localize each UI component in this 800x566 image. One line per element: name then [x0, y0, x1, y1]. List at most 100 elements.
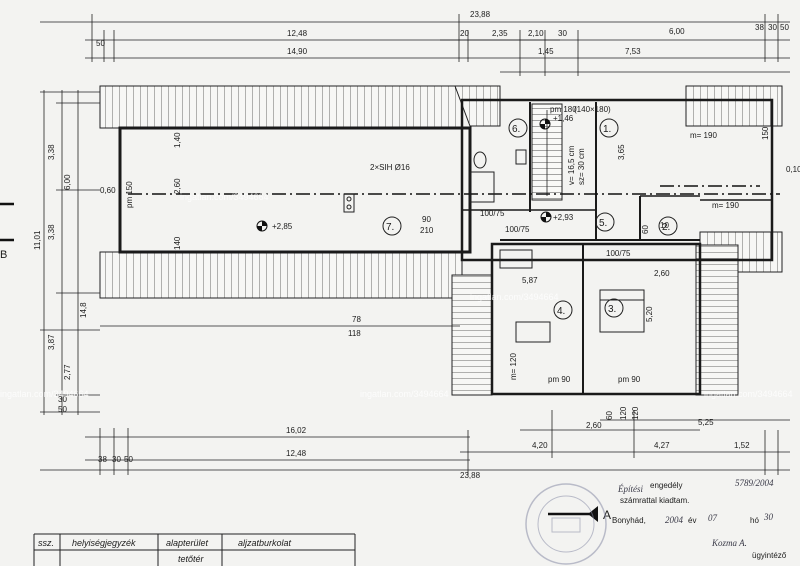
room-6-label: 6.	[512, 124, 520, 135]
dim-bottom-i: 120	[619, 406, 628, 420]
dim-left-e: 2,77	[63, 364, 72, 380]
room-5-label: 5.	[599, 218, 607, 229]
approval-number: 5789/2004	[735, 478, 774, 488]
chimney-left	[343, 193, 355, 213]
dim-mid-78: 78	[352, 315, 361, 324]
dim-top-left-inner: 14,90	[287, 47, 308, 56]
dim-left-total: 11,01	[33, 230, 42, 250]
dim-bottom-k: 60	[605, 411, 614, 420]
dim-bottom-d: 1,52	[734, 441, 750, 450]
dim-left-b: 6,00	[63, 174, 72, 190]
rebar-note: 2×SIH Ø16	[370, 163, 410, 172]
note-m-190-a: m= 190	[690, 131, 717, 140]
table-col-name: helyiségjegyzék	[72, 538, 136, 548]
approval-place: Bonyhád,	[612, 516, 646, 525]
dim-3-65: 3,65	[617, 144, 626, 160]
approval-hand-1: Építési	[617, 484, 643, 494]
dim-top-right-a: 1,45	[538, 47, 554, 56]
dim-bottom-f: 38	[98, 455, 107, 464]
bottom-dimension-lines	[40, 410, 790, 475]
dim-top-small-c: 30	[558, 29, 567, 38]
dim-bottom-total: 23,88	[460, 471, 481, 480]
dim-5-20: 5,20	[645, 306, 654, 322]
dim-top-total: 23,88	[470, 10, 491, 19]
dim-bottom-left-b: 12,48	[286, 449, 307, 458]
roof-dormer-left	[451, 274, 493, 396]
roof-eave-top-left	[99, 85, 463, 129]
roof-eave-top-right	[685, 85, 783, 127]
table-row-floor: tetőtér	[178, 554, 205, 564]
approval-year-suffix: év	[688, 516, 696, 525]
dim-bottom-b: 4,27	[654, 441, 670, 450]
table-col-area: alapterület	[166, 538, 209, 548]
note-pm-90-b: pm 90	[618, 375, 641, 384]
door-100-75-a: 100/75	[480, 209, 505, 218]
section-mark-a: A	[548, 506, 611, 522]
dim-left-d: 3,87	[47, 334, 56, 350]
official-stamp	[525, 483, 607, 565]
room-7-label: 7.	[386, 222, 394, 233]
dim-bottom-j: 120	[631, 406, 640, 420]
stair-tread: sz= 30 cm	[577, 148, 586, 185]
dim-left-g: 50	[58, 405, 67, 414]
approval-signature: Kozma A.	[711, 538, 747, 548]
note-pm-150: pm 150	[125, 181, 134, 208]
room-schedule-table: ssz. helyiségjegyzék alapterület aljzatb…	[33, 533, 356, 566]
note-140x180: (140×180)	[574, 105, 611, 114]
door-100-75-b: 100/75	[505, 225, 530, 234]
section-mark-a-label: A	[603, 508, 611, 522]
approval-line-1: engedély	[650, 481, 682, 490]
dim-150: 150	[761, 126, 770, 140]
door-210: 210	[420, 226, 434, 235]
approval-signature-caption: ügyintéző	[752, 551, 787, 560]
dim-left-c: 3,38	[47, 224, 56, 240]
dim-bottom-e: 2,60	[586, 421, 602, 430]
approval-line-2: számrattal kiadtam.	[620, 496, 689, 505]
level-marker-icon	[540, 211, 552, 223]
roof-valley-top	[454, 85, 501, 127]
approval-month-suffix: hó	[750, 516, 759, 525]
roof-dormer-right	[695, 244, 739, 396]
dim-2-60: 2,60	[173, 178, 182, 194]
dim-top-small-e: 20	[460, 29, 469, 38]
level-marker-icon	[539, 118, 551, 130]
note-m-120: m= 120	[509, 353, 518, 380]
dim-top-left-total: 12,48	[287, 29, 308, 38]
approval-month: 07	[708, 513, 718, 523]
section-mark-b-label: B	[0, 249, 7, 261]
table-col-floor: aljzatburkolat	[238, 538, 292, 548]
stair-riser: v= 16,5 cm	[567, 145, 576, 185]
dim-1-40: 1,40	[173, 132, 182, 148]
watermark: ingatlan.com/3494664	[0, 389, 89, 399]
sofa-icon	[499, 249, 533, 269]
dim-top-small-g: 30	[768, 23, 777, 32]
walls	[118, 98, 774, 396]
dim-2-60-b: 2,60	[654, 269, 670, 278]
bed-icon	[599, 289, 645, 333]
top-dimension-lines	[40, 14, 790, 76]
section-mark-b: B	[0, 238, 14, 261]
chimney-flue-icon	[346, 196, 352, 202]
level-marker-icon	[256, 220, 268, 232]
dim-top-right-b: 7,53	[625, 47, 641, 56]
dim-left-h: 30	[58, 395, 67, 404]
dim-mid-118: 118	[348, 329, 361, 338]
table-col-ssz: ssz.	[38, 538, 54, 548]
chimney-flue-icon	[346, 204, 352, 210]
dim-0-60: 0,60	[100, 186, 116, 195]
dim-top-small-a: 2,35	[492, 29, 508, 38]
dim-0-10: 0,10	[786, 165, 800, 174]
level-c: +1,46	[553, 114, 574, 123]
watermark: ingatlan.com/3494664	[704, 389, 793, 399]
roof-eave-bottom-left	[99, 251, 463, 299]
watermark: ingatlan.com/3494664	[360, 389, 449, 399]
dim-5-87: 5,87	[522, 276, 538, 285]
dim-bottom-g: 30	[112, 455, 121, 464]
approval-day: 30	[763, 512, 774, 522]
room-3-label: 3.	[608, 304, 616, 315]
dim-10: 10	[660, 221, 669, 230]
level-a: +2,85	[272, 222, 293, 231]
dim-top-small-f: 38	[755, 23, 764, 32]
